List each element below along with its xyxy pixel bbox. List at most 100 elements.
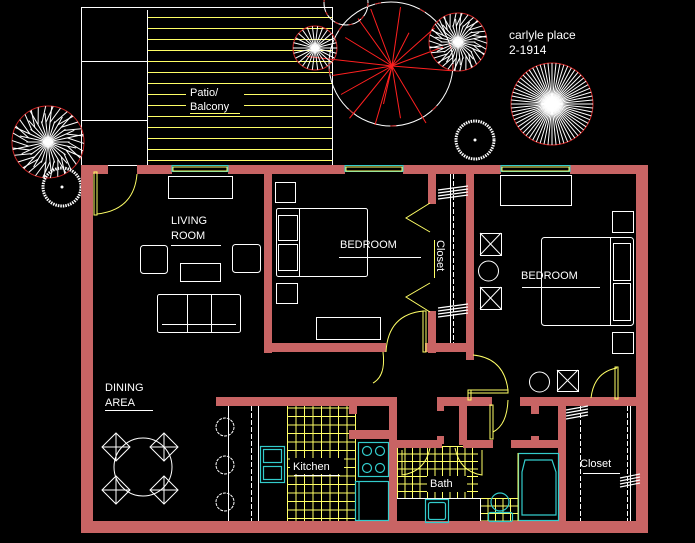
tree-branch [314,42,337,49]
tree-branch [522,103,553,134]
tree-branch [306,56,393,67]
tree-branch [551,103,576,139]
dining-label-line2: AREA [105,397,136,409]
tree-branch [295,37,316,49]
hanger [619,482,641,488]
tree-branch [511,103,553,109]
tree-branch [454,41,459,71]
bedroom-1-label: BEDROOM [340,239,397,251]
tree-branch [543,63,553,105]
tree-branch [357,18,393,67]
tree-large-red [306,1,454,127]
tree-branch [374,65,393,126]
tree-branch [535,103,553,143]
tree-branch [457,35,487,43]
tree-branch [551,67,572,105]
breakfast-bar [215,406,259,521]
hanger [565,414,589,420]
tree-branch [30,128,49,143]
hanger [565,408,589,414]
tree-branch [517,80,553,105]
tree-branch [14,126,49,143]
tree-branch [47,114,73,143]
tree-branch [47,141,68,164]
hanger [437,309,469,315]
tree-branch [349,65,393,119]
tree-branch [306,27,316,49]
tree-branch [314,47,335,59]
tree-branch [551,63,557,105]
tree-branch [314,29,328,49]
tree-branch [519,103,553,131]
living-room: LIVING ROOM [140,176,261,333]
toilet [487,492,514,523]
tree-branch [442,24,459,43]
tree-branch [429,41,459,49]
tree-branch [522,74,553,105]
tree-branch [19,135,49,143]
living-room-label-line2: ROOM [171,230,205,242]
tree-branch [435,36,459,43]
tree-branch [551,99,593,105]
bedroom-1: BEDROOM [275,182,431,353]
tree-branch [551,103,561,145]
tree-branch [47,134,84,143]
tree-branch [47,141,56,163]
tree-branch [551,103,565,144]
tree-branch [314,47,337,54]
tree-branch [551,69,576,105]
tree-branch [443,41,459,53]
tree-branch [539,64,553,105]
tree-branch [391,7,401,67]
tree-branchy-top [428,12,488,72]
shrub-entry [41,166,83,208]
hanger [619,479,641,485]
tree-branch [21,141,49,155]
tree-branch [47,106,53,143]
closet-2-label: Closet [580,458,611,470]
tree-branch [452,41,459,59]
tree-branch [47,141,77,149]
tree-branch [293,42,316,49]
tree-branch [47,141,82,158]
hanger [437,191,469,197]
tree-branch [511,99,553,105]
tree-branch [551,64,565,105]
tree-branch [535,65,553,105]
tree-branch [443,31,459,43]
nightstand-lamp-2 [479,286,502,310]
tree-branch [40,121,49,143]
tree-branch [344,37,393,67]
hall [372,351,619,440]
tree-branch [314,33,332,49]
tree-branch [532,103,553,141]
tree-branch [551,103,569,143]
tree-branch [47,121,56,143]
tree-branch [306,47,316,69]
tree-branch [517,103,553,128]
patio-balcony: Patio/ Balcony [81,7,333,166]
tree-branch [539,103,553,144]
tree-branch [551,84,589,105]
tree-radial-right [510,62,594,146]
hanger [565,405,589,411]
sink [424,498,450,524]
tree-branch [314,27,324,49]
tree-branch [391,32,410,67]
tree-branch [314,37,335,49]
tree-branch [513,87,553,105]
tree-branch [12,141,49,150]
tree-branch [511,95,553,105]
tree-branch [551,103,587,128]
tree-branch [314,47,328,67]
hanger [437,188,469,194]
tree-branch [551,74,582,105]
hanger [437,194,469,200]
tree-branch [551,77,585,105]
bath-label: Bath [430,478,453,490]
tree-branch [28,120,49,143]
tree-branch [457,41,474,60]
tree-branch [551,103,591,121]
tree-branch [29,110,49,143]
